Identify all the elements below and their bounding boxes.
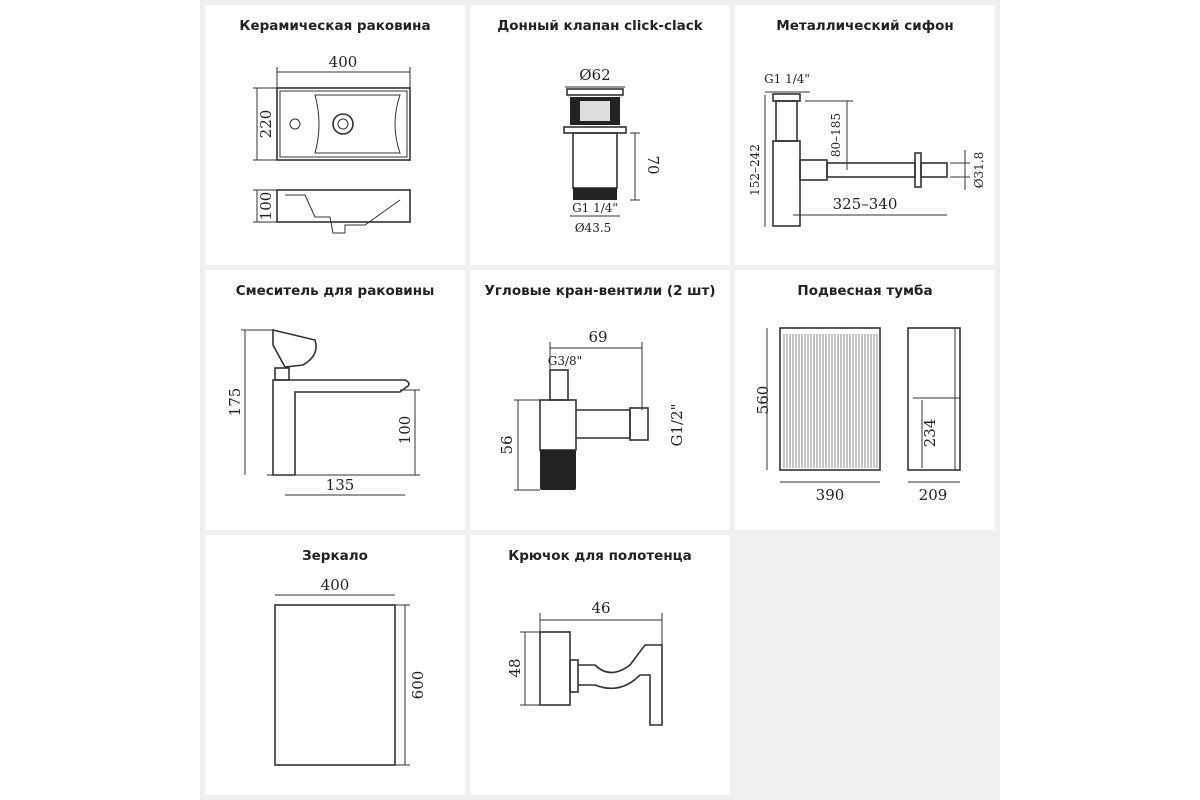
- dim-spout-height: 100: [396, 416, 414, 445]
- panel-click-clack-drain: Донный клапан click-clack Ø62 70 G1 1/4"…: [470, 5, 730, 265]
- cabinet-drawing: 560 390 209 234: [754, 327, 961, 504]
- dim-length: 69: [588, 328, 607, 346]
- hook-drawing: 46 48: [506, 599, 663, 726]
- panel-title: Металлический сифон: [776, 18, 954, 34]
- drain-drawing: Ø62 70 G1 1/4" Ø43.5: [563, 66, 662, 235]
- dim-shelf: 234: [921, 419, 939, 448]
- dim-thread-out: G1/2": [668, 403, 686, 446]
- panel-title: Зеркало: [302, 548, 368, 564]
- dim-diameter-bottom: Ø43.5: [575, 221, 612, 235]
- spec-grid: Керамическая раковина 400 220 100 Донный…: [200, 0, 1000, 800]
- dim-outlet-height: 80–185: [829, 113, 843, 157]
- dim-height: 560: [754, 386, 772, 415]
- dim-height: 152–242: [748, 144, 762, 196]
- dim-width: 400: [321, 576, 350, 594]
- panel-title: Угловые кран-вентили (2 шт): [484, 283, 716, 299]
- dim-depth: 209: [919, 486, 948, 504]
- panel-faucet: Смеситель для раковины 175 100 135: [205, 270, 465, 530]
- panel-ceramic-sink: Керамическая раковина 400 220 100: [205, 5, 465, 265]
- dim-height: 48: [506, 658, 524, 677]
- dim-thread: G1 1/4": [764, 72, 810, 86]
- dim-thread: G1 1/4": [572, 201, 618, 215]
- panel-towel-hook: Крючок для полотенца 46 48: [470, 535, 730, 795]
- panel-title: Керамическая раковина: [239, 18, 431, 34]
- dim-height: 56: [498, 435, 516, 454]
- dim-diameter: Ø31.8: [972, 152, 986, 189]
- panel-title: Крючок для полотенца: [508, 548, 692, 564]
- panel-title: Смеситель для раковины: [235, 283, 435, 299]
- panel-title: Подвесная тумба: [797, 283, 933, 299]
- siphon-drawing: G1 1/4" 152–242 80–185 325–340 Ø31.8: [748, 72, 986, 227]
- faucet-drawing: 175 100 135: [226, 328, 420, 496]
- dim-diameter-top: Ø62: [579, 66, 610, 84]
- dim-height: 100: [257, 192, 275, 221]
- panel-title: Донный клапан click-clack: [497, 18, 703, 34]
- panel-mirror: Зеркало 400 600: [205, 535, 465, 795]
- dim-length: 325–340: [833, 195, 898, 213]
- dim-depth: 220: [257, 110, 275, 139]
- dim-height: 600: [409, 671, 427, 700]
- dim-length: 46: [591, 599, 610, 617]
- sink-drawing: 400 220 100: [253, 53, 411, 234]
- panel-wall-cabinet: Подвесная тумба 560 390 209 234: [735, 270, 995, 530]
- dim-width: 400: [329, 53, 358, 71]
- dim-thread-in: G3/8": [548, 354, 582, 368]
- dim-width: 390: [816, 486, 845, 504]
- mirror-drawing: 400 600: [274, 576, 427, 766]
- panel-metal-siphon: Металлический сифон G1 1/4" 152–242 80–1…: [735, 5, 995, 265]
- dim-height: 175: [226, 388, 244, 417]
- dim-height: 70: [644, 155, 662, 174]
- dim-reach: 135: [326, 476, 355, 494]
- valve-drawing: 69 G3/8" 56 G1/2": [498, 328, 686, 491]
- panel-angle-valves: Угловые кран-вентили (2 шт) 69 G3/8" 56 …: [470, 270, 730, 530]
